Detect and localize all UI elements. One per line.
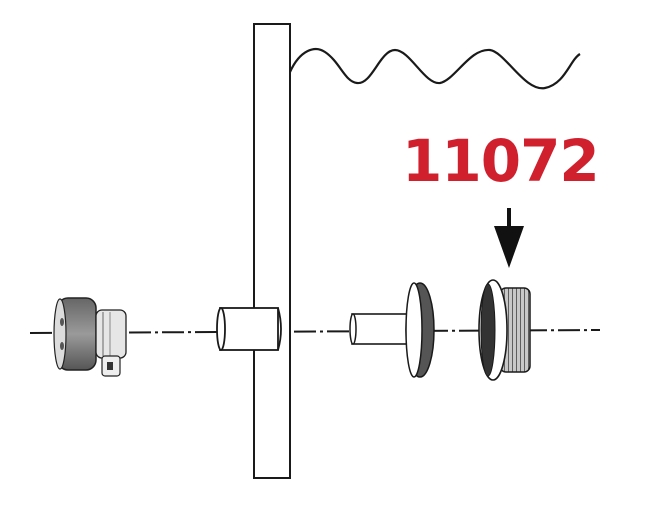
part-number-label: 11072 [402,127,600,195]
water-surface-wave [288,47,581,90]
bushing-part [216,300,282,351]
threaded-ring-part [478,279,531,381]
wall-panel [253,23,291,479]
nut-with-clip-part [53,297,127,377]
flanged-spigot-part [349,282,435,378]
arrow-down-icon [494,208,524,268]
